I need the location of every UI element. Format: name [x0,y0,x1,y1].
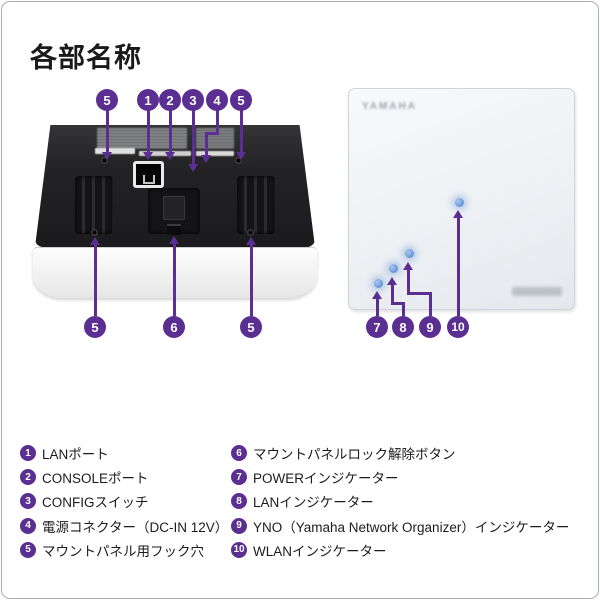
arrowhead [102,152,112,160]
arrow-line [204,132,219,135]
legend-badge-2: 2 [20,469,36,486]
arrow-line [204,132,208,155]
legend-item-10: 10 WLANインジケーター [231,538,569,562]
callout-3: 3 [182,89,204,111]
legend-badge-4: 4 [20,517,36,534]
callout-10: 10 [447,316,469,338]
legend-badge-6: 6 [231,445,247,462]
hook-hole-top-left [101,157,108,164]
arrowhead [246,237,256,245]
legend-badge-5: 5 [20,541,36,558]
legend-badge-9: 9 [231,517,247,534]
arrowhead [143,152,153,160]
arrowhead [236,152,246,160]
arrow-line [406,292,432,295]
arrow-line [375,299,379,316]
callout-1: 1 [137,89,159,111]
legend-label-mount-hook-hole: マウントパネル用フック穴 [42,543,204,559]
hook-hole-top-right [235,157,242,164]
arrow-line [215,110,219,135]
callout-5-top-right: 5 [230,89,252,111]
mount-panel-lock-button [167,224,181,235]
arrow-line [191,110,195,164]
callout-5-bottom-right: 5 [240,316,262,338]
callout-2: 2 [159,89,181,111]
wlan-indicator-led [454,197,464,207]
legend-label-wlan-indicator: WLANインジケーター [253,543,387,559]
arrow-line [172,244,176,316]
legend-item-4: 4 電源コネクター（DC-IN 12V） [20,514,228,538]
legend-badge-10: 10 [231,541,247,558]
callout-8: 8 [392,316,414,338]
callout-4: 4 [206,89,228,111]
hook-hole-bottom-right [247,229,254,236]
device-label-strip [196,151,234,156]
legend-label-power-connector: 電源コネクター（DC-IN 12V） [42,519,229,535]
arrow-line [146,110,150,152]
arrow-line [428,292,432,316]
arrow-line [456,218,460,316]
arrowhead [169,236,179,244]
arrow-line [168,110,172,152]
page-title: 各部名称 [30,43,142,73]
power-indicator-led [373,278,383,288]
arrowhead [201,155,211,163]
lan-port [133,161,164,188]
callout-7: 7 [366,316,388,338]
callout-5-bottom-left: 5 [84,316,106,338]
legend-item-8: 8 LANインジケーター [231,489,569,513]
lan-indicator-led [388,263,398,273]
mount-channel-left [75,176,113,234]
legend-label-config-switch: CONFIGスイッチ [42,495,149,511]
legend-label-power-indicator: POWERインジケーター [253,471,399,487]
device-label-strip [95,148,135,154]
legend-item-6: 6 マウントパネルロック解除ボタン [231,441,569,465]
device-label-sticker [97,128,187,149]
legend-item-7: 7 POWERインジケーター [231,465,569,489]
legend-item-1: 1 LANポート [20,441,228,465]
legend-label-lan-port: LANポート [42,447,109,463]
mount-channel-right [237,176,275,234]
arrow-line [239,110,243,152]
legend-item-9: 9 YNO（Yamaha Network Organizer）インジケーター [231,514,569,538]
mount-center-recess [163,196,185,220]
legend-badge-1: 1 [20,445,36,462]
arrowhead [165,152,175,160]
legend-item-5: 5 マウントパネル用フック穴 [20,538,228,562]
arrow-line [93,245,97,316]
arrow-line [249,245,253,316]
lan-port-notch [142,175,155,184]
yno-indicator-led [404,248,414,258]
arrowhead [372,291,382,299]
callout-9: 9 [419,316,441,338]
legend-column-right: 6 マウントパネルロック解除ボタン 7 POWERインジケーター 8 LANイン… [231,441,569,562]
arrow-line [390,302,405,305]
yamaha-logo: YAMAHA [362,101,417,112]
arrowhead [387,277,397,285]
arrowhead [403,262,413,270]
arrow-line [406,270,410,295]
callout-6: 6 [163,316,185,338]
arrow-line [105,110,109,152]
legend-item-3: 3 CONFIGスイッチ [20,489,228,513]
hook-hole-bottom-left [91,229,98,236]
callout-5-top-left: 5 [96,89,118,111]
arrowhead [453,210,463,218]
legend-badge-3: 3 [20,493,36,510]
legend-column-left: 1 LANポート 2 CONSOLEポート 3 CONFIGスイッチ 4 電源コ… [20,441,228,562]
arrowhead [90,237,100,245]
legend-item-2: 2 CONSOLEポート [20,465,228,489]
arrow-line [401,302,405,316]
legend-label-mount-lock-release: マウントパネルロック解除ボタン [253,447,456,463]
arrow-line [390,285,394,305]
legend-label-console-port: CONSOLEポート [42,471,149,487]
model-text-blurred [512,287,562,296]
legend-label-yno-indicator: YNO（Yamaha Network Organizer）インジケーター [253,519,570,535]
arrowhead [188,164,198,172]
legend-badge-7: 7 [231,469,247,486]
legend-badge-8: 8 [231,493,247,510]
legend-label-lan-indicator: LANインジケーター [253,495,374,511]
